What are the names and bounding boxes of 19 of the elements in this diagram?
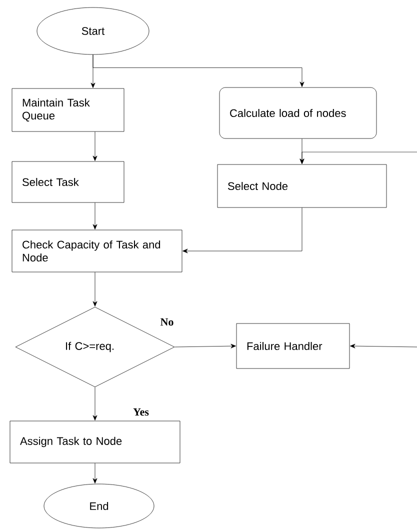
arrow — [92, 132, 98, 161]
process-box: Check Capacity of Task and Node — [12, 230, 182, 272]
arrow — [92, 202, 98, 230]
process-box: Calculate load of nodes — [219, 87, 377, 139]
edge-label: No — [159, 317, 175, 327]
process-box: Failure Handler — [236, 323, 350, 369]
arrow — [182, 208, 302, 254]
arrow — [350, 344, 417, 348]
process-box: Select Node — [217, 164, 387, 208]
arrow — [92, 54, 304, 87]
process-box: Maintain Task Queue — [12, 88, 124, 132]
process-box: Select Task — [12, 161, 124, 203]
arrow — [300, 152, 417, 164]
arrow — [92, 272, 98, 306]
arrow — [92, 463, 98, 484]
edge-label: Yes — [132, 407, 150, 417]
process-box: Assign Task to Node — [10, 420, 180, 464]
arrow — [92, 387, 98, 420]
arrow — [174, 344, 236, 348]
